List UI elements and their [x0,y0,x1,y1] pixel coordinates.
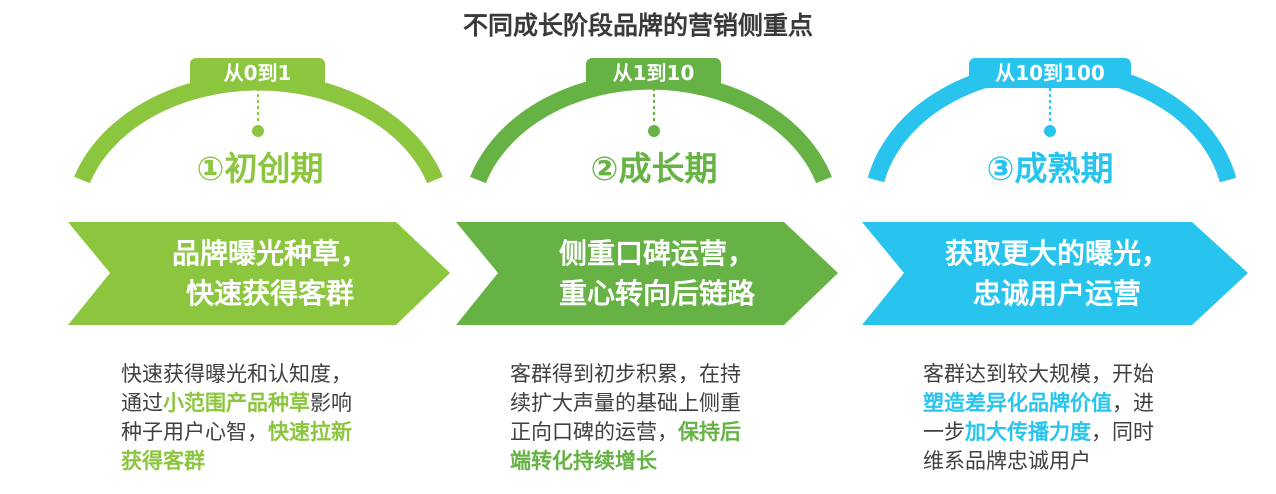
description-line: 正向口碑的运营，保持后 [510,418,741,447]
description-line: 种子用户心智，快速拉新 [121,418,352,447]
description-text: 通过 [121,391,163,415]
focus-line-2: 忠诚用户运营 [972,276,1141,310]
description-highlight: 加大传播力度 [965,420,1091,444]
description-text: 种子用户心智， [121,420,268,444]
focus-arrow [68,222,450,325]
description-highlight: 保持后 [678,420,741,444]
description-line: 获得客群 [121,447,352,476]
description-text: ，进 [1112,391,1154,415]
description-line: 客群达到较大规模，开始 [923,360,1154,389]
description-highlight: 小范围产品种草 [163,391,310,415]
stage-description: 客群得到初步积累，在持续扩大声量的基础上侧重正向口碑的运营，保持后端转化持续增长 [510,360,741,476]
focus-line-1: 品牌曝光种草， [171,236,368,270]
description-line: 一步加大传播力度，同时 [923,418,1154,447]
range-badge: 从10到100 [969,58,1131,88]
description-text: 快速获得曝光和认知度， [121,362,352,386]
focus-arrow [862,222,1248,325]
description-line: 维系品牌忠诚用户 [923,447,1154,476]
focus-text: 侧重口碑运营， 重心转向后链路 [462,222,852,325]
description-text: 影响 [310,391,352,415]
description-text: 维系品牌忠诚用户 [923,449,1091,473]
focus-arrow [456,222,838,325]
description-text: 一步 [923,420,965,444]
focus-line-2: 快速获得客群 [185,276,354,310]
description-line: 塑造差异化品牌价值，进 [923,389,1154,418]
description-line: 端转化持续增长 [510,447,741,476]
stage-name: ③成熟期 [986,149,1114,188]
focus-line-2: 重心转向后链路 [558,276,755,310]
description-line: 快速获得曝光和认知度， [121,360,352,389]
stage-name: ①初创期 [196,149,324,188]
description-highlight: 端转化持续增长 [510,449,657,473]
description-line: 通过小范围产品种草影响 [121,389,352,418]
range-badge: 从0到1 [190,58,325,88]
description-text: 正向口碑的运营， [510,420,678,444]
stage-description: 快速获得曝光和认知度，通过小范围产品种草影响种子用户心智，快速拉新获得客群 [121,360,352,476]
description-line: 客群得到初步积累，在持 [510,360,741,389]
stage-mature: 从10到100 ③成熟期 获取更大的曝光， 忠诚用户运营 客群达到较大规模，开始… [856,0,1256,494]
range-badge: 从1到10 [586,58,721,88]
description-text: 客群达到较大规模，开始 [923,362,1154,386]
stage-growth: 从1到10 ②成长期 侧重口碑运营， 重心转向后链路 客群得到初步积累，在持续扩… [456,0,862,494]
focus-text: 获取更大的曝光， 忠诚用户运营 [862,222,1252,325]
description-highlight: 塑造差异化品牌价值 [923,391,1112,415]
description-highlight: 获得客群 [121,449,205,473]
stage-startup: 从0到1 ①初创期 品牌曝光种草， 快速获得客群 快速获得曝光和认知度， 通过小范… [68,0,470,494]
focus-line-1: 侧重口碑运营， [558,236,755,270]
description-text: 续扩大声量的基础上侧重 [510,391,741,415]
description-highlight: 快速拉新 [268,420,352,444]
stage-description: 客群达到较大规模，开始塑造差异化品牌价值，进一步加大传播力度，同时维系品牌忠诚用… [923,360,1154,476]
page-title: 不同成长阶段品牌的营销侧重点 [462,11,813,40]
description-line: 续扩大声量的基础上侧重 [510,389,741,418]
stage-name: ②成长期 [590,149,718,188]
focus-text: 品牌曝光种草， 快速获得客群 [75,222,465,325]
description-text: ，同时 [1091,420,1154,444]
focus-line-1: 获取更大的曝光， [944,236,1169,270]
description-text: 客群得到初步积累，在持 [510,362,741,386]
